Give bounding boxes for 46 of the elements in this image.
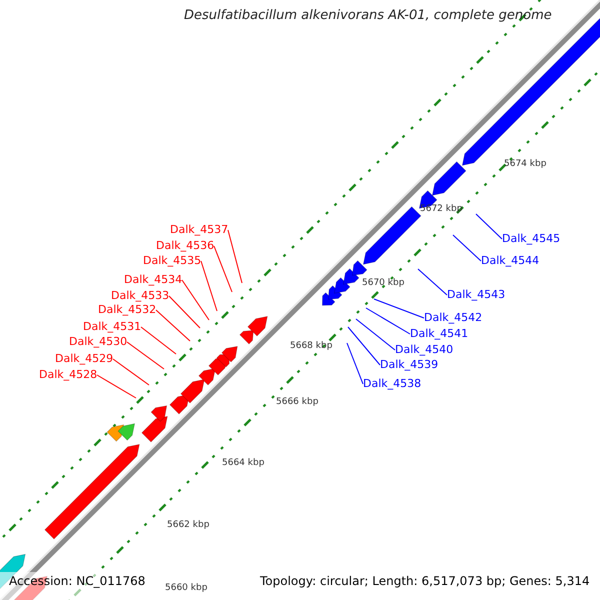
leader-line (214, 246, 232, 292)
gene-label: Dalk_4537 (170, 224, 228, 236)
gene-label: Dalk_4535 (143, 255, 202, 268)
leader-line (346, 342, 364, 384)
gene-label: Dalk_4532 (98, 304, 156, 316)
position-label: 5662 kbp (167, 521, 210, 531)
title: Desulfatibacillum alkenivorans AK-01, complete genome (184, 9, 552, 24)
position-label: 5674 kbp (504, 160, 546, 170)
gene-label: Dalk_4544 (481, 255, 540, 268)
gene-label: Dalk_4543 (447, 289, 506, 302)
leader-line (156, 310, 190, 342)
leader-line (168, 296, 200, 328)
gene-label: Dalk_4531 (83, 321, 142, 334)
gene-label: Dalk_4533 (111, 290, 170, 302)
gene-label: Dalk_4536 (156, 240, 214, 252)
leader-line (418, 268, 448, 296)
position-label: 5660 kbp (165, 584, 208, 594)
position-label: 5668 kbp (290, 342, 332, 352)
position-label: 5670 kbp (362, 279, 404, 289)
leader-line (452, 234, 482, 262)
leader-line (348, 326, 380, 366)
gene-label: Dalk_4542 (424, 312, 482, 324)
leader-line (96, 374, 136, 398)
gene-label: Dalk_4545 (502, 233, 560, 246)
position-label: 5664 kbp (222, 459, 264, 469)
leader-line (356, 318, 396, 350)
leader-line (228, 230, 242, 284)
gene-label: Dalk_4528 (39, 369, 98, 382)
gene-label: Dalk_4530 (69, 336, 128, 348)
position-label: 5666 kbp (276, 398, 318, 408)
leader-line (182, 280, 210, 320)
leader-line (374, 298, 424, 318)
gene-label: Dalk_4529 (55, 353, 114, 366)
gene-label: Dalk_4540 (395, 344, 454, 356)
leader-line (366, 308, 410, 334)
gene-label: Dalk_4538 (363, 378, 422, 390)
leader-line (126, 342, 164, 370)
leader-line (112, 358, 150, 386)
leader-line (140, 326, 176, 354)
leader-line (200, 260, 218, 312)
gene-label: Dalk_4539 (380, 359, 438, 372)
genome-stats-label: Topology: circular; Length: 6,517,073 bp; Genes: 5,314 (260, 575, 590, 588)
accession-label: Accession: NC_011768 (9, 575, 146, 588)
gene-label: Dalk_4541 (410, 328, 468, 340)
gene-label: Dalk_4534 (124, 274, 182, 286)
leader-line (476, 214, 502, 240)
